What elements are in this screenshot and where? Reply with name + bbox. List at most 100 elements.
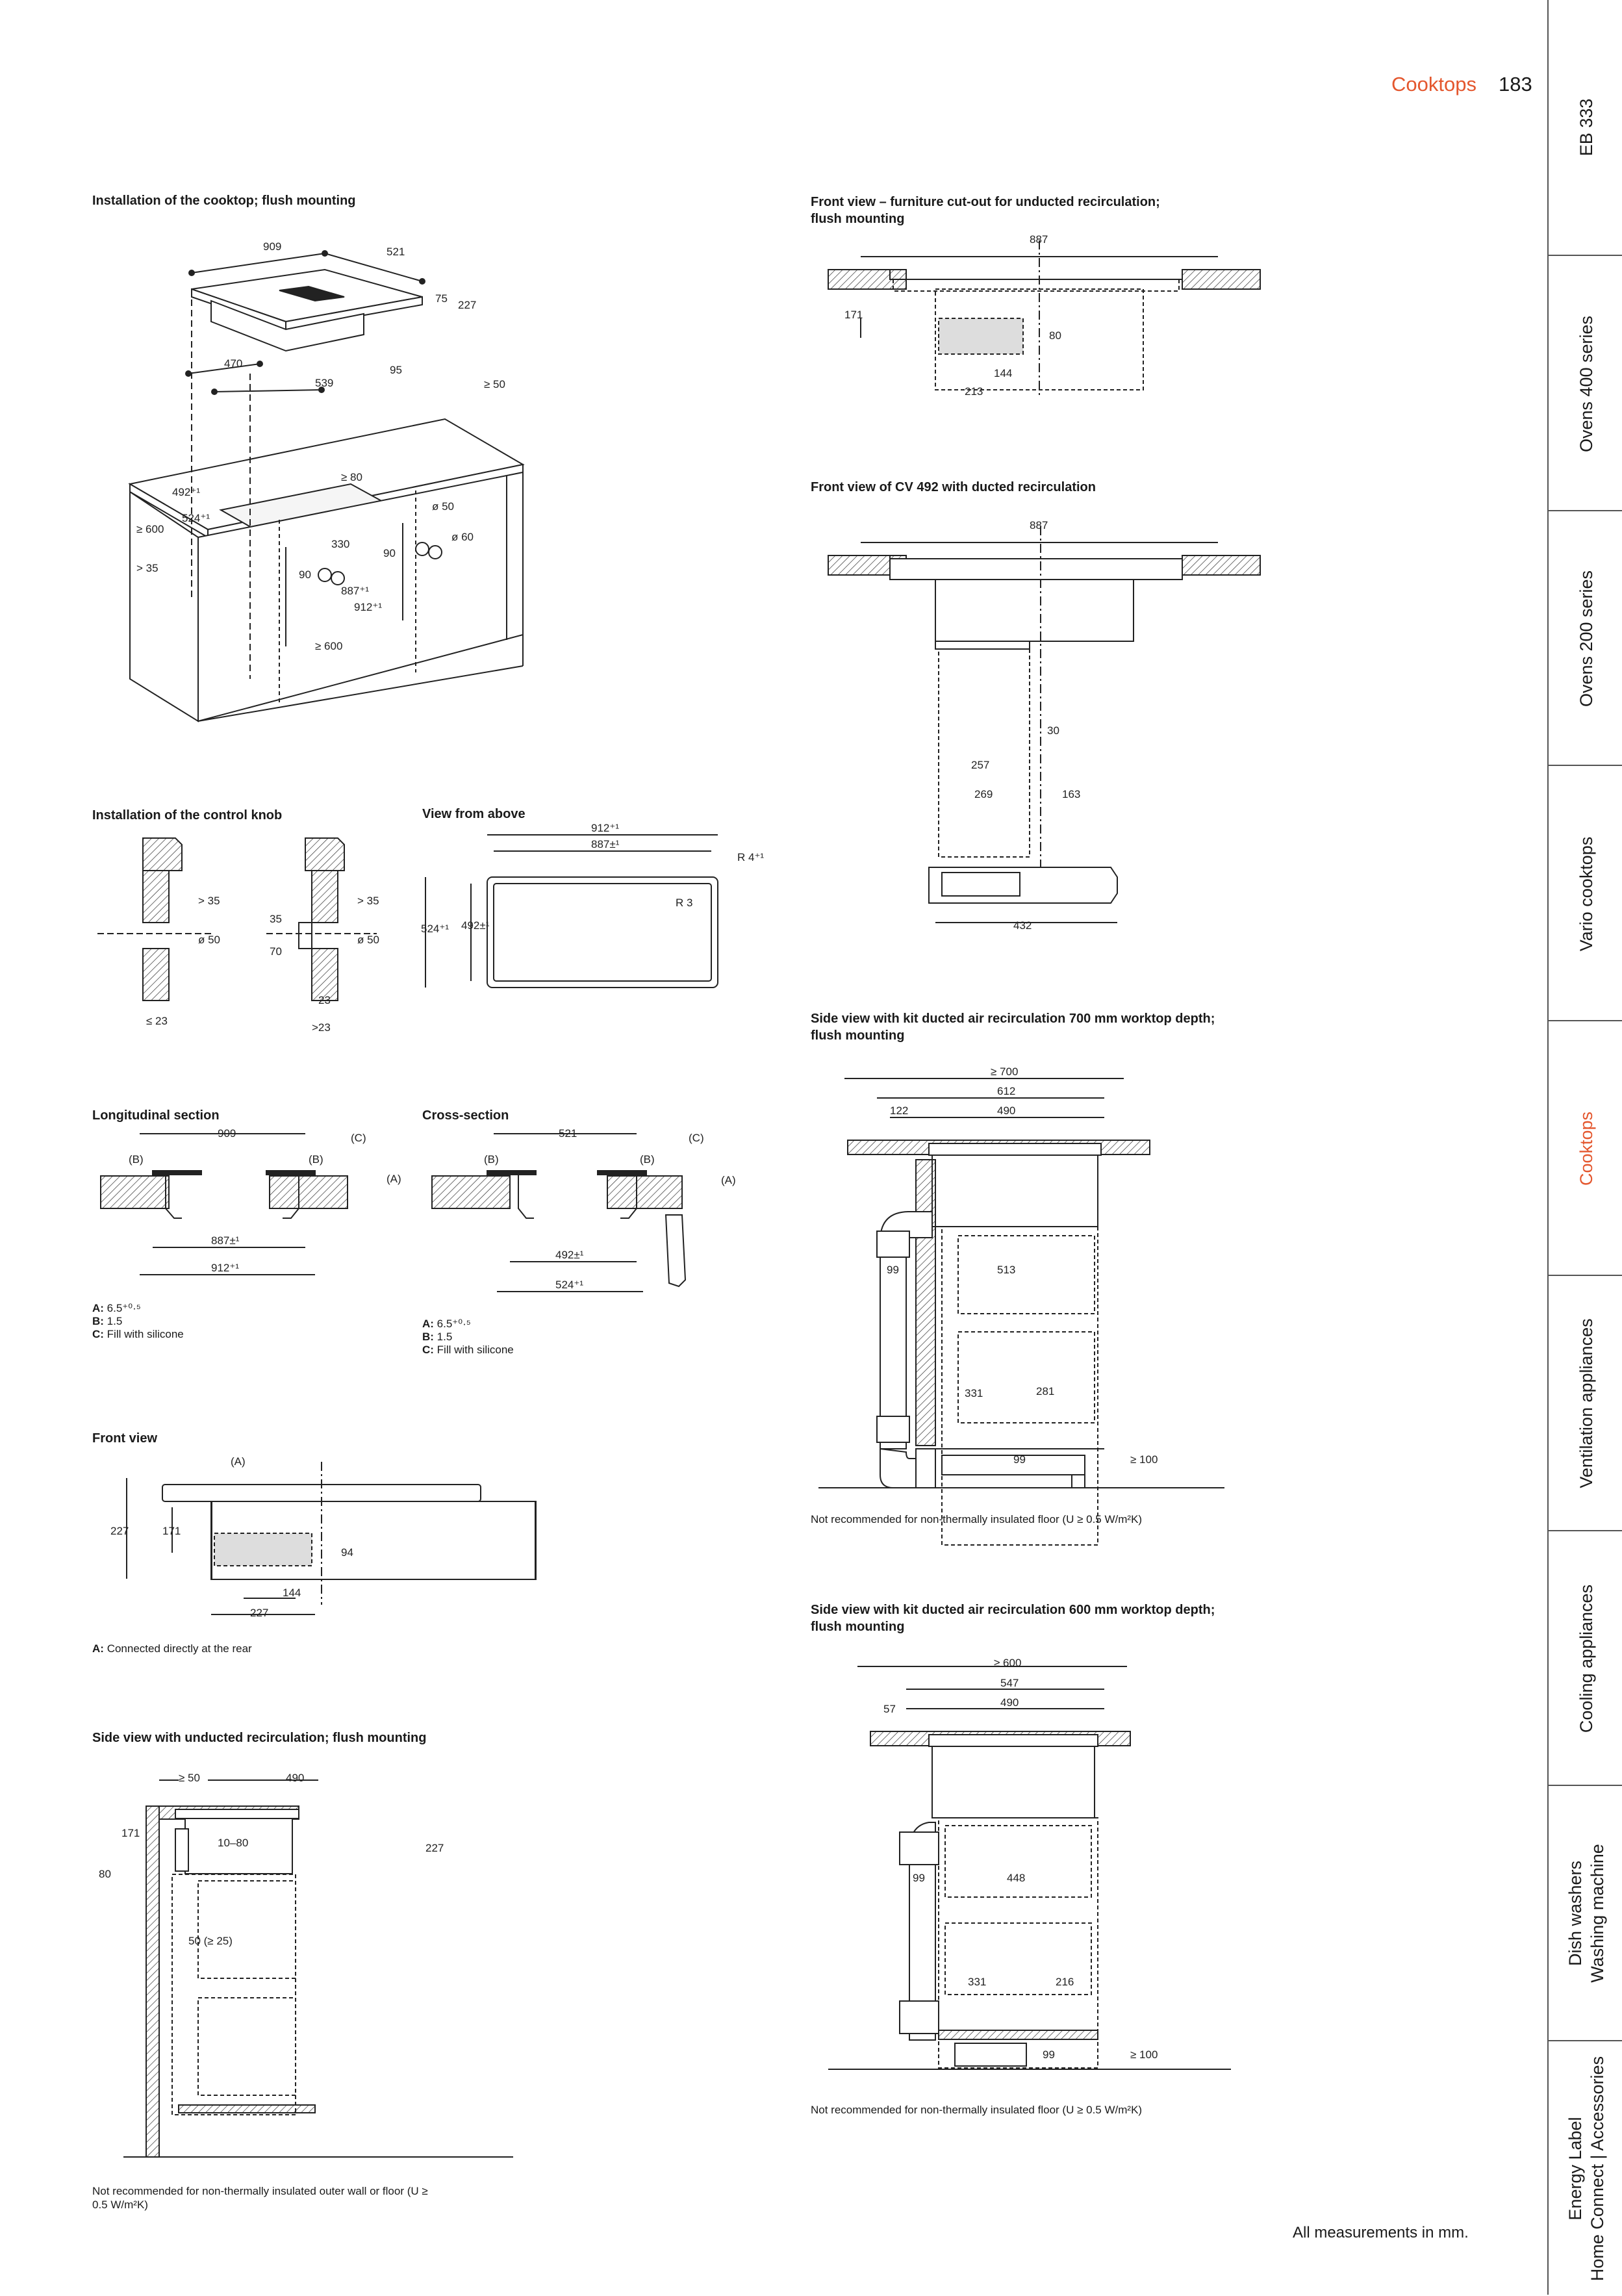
dimension-label: 75 [435,292,448,305]
dimension-label: 331 [968,1976,986,1988]
dimension-label: 10–80 [218,1837,248,1849]
legend-row: B: 1.5 [92,1315,123,1327]
dimension-label: 909 [263,240,281,253]
dimension-label: 30 [1047,724,1059,737]
side-tab-3[interactable]: Vario cooktops [1549,765,1622,1021]
side-tab-4[interactable]: Cooktops [1549,1019,1622,1276]
note-text: Connected directly at the rear [107,1642,252,1655]
footer-measurements: All measurements in mm. [1293,2224,1469,2241]
dimension-label: 269 [974,788,993,800]
dimension-label: 887±¹ [591,838,620,850]
side-tab-label: Ovens 200 series [1576,570,1596,708]
legend-value: 1.5 [107,1315,123,1327]
dimension-label: 492⁺¹ [172,486,200,498]
dimension-label: 912⁺¹ [591,822,619,834]
dimension-label: 99 [913,1872,925,1884]
dimension-label: 90 [299,568,311,581]
dimension-label: > 35 [136,562,158,574]
side-tab-2[interactable]: Ovens 200 series [1549,509,1622,766]
dimension-label: 612 [997,1085,1015,1097]
dimension-label: 887⁺¹ [341,585,369,597]
note-side-unducted: Not recommended for non-thermally insula… [92,2185,428,2211]
dimension-label: 331 [965,1387,983,1399]
dimension-label: ≥ 600 [315,640,342,652]
side-tab-1[interactable]: Ovens 400 series [1549,255,1622,511]
side-tab-label: Ovens 400 series [1576,315,1596,452]
side-tab-5[interactable]: Ventilation appliances [1549,1275,1622,1531]
dimension-label: 492±¹ [461,919,490,932]
dimension-label: 330 [331,538,349,550]
dimension-label: (B) [129,1153,144,1166]
side-tab-6[interactable]: Cooling appliances [1549,1529,1622,1786]
dimension-label: ≥ 700 [991,1065,1018,1078]
dimension-label: 281 [1036,1385,1054,1397]
dimension-label: > 35 [198,895,220,907]
legend-key: A [92,1302,101,1314]
side-tab-label: Cooktops [1576,1111,1596,1186]
dimension-label: ø 50 [198,934,220,946]
dimension-label: (A) [721,1174,736,1186]
dimension-label: 490 [286,1772,304,1784]
dimension-label: 470 [224,357,242,370]
dimension-label: ≥ 100 [1130,1453,1158,1466]
title-control-knob: Installation of the control knob [92,808,283,823]
dimension-label: 171 [121,1827,140,1839]
dimension-label: 521 [559,1127,577,1140]
side-tab-0[interactable]: EB 333 [1549,0,1622,255]
dimension-label: 227 [250,1607,268,1619]
dimension-label: (C) [351,1132,366,1144]
note-key: A [92,1642,101,1655]
side-tab-label: Vario cooktops [1576,836,1596,951]
dimension-label: 163 [1062,788,1080,800]
dimension-label: (B) [640,1153,655,1166]
note-front-view: A: Connected directly at the rear [92,1642,252,1655]
dimension-label: 57 [883,1703,896,1715]
dimension-label: ≥ 50 [484,378,505,390]
title-front-view: Front view [92,1431,158,1446]
legend-key: B [422,1331,431,1343]
title-cross-section: Cross-section [422,1108,509,1123]
dimension-label: 227 [458,299,476,311]
side-tab-label: EB 333 [1576,98,1596,157]
legend-row: A: 6.5⁺⁰·⁵ [92,1302,141,1314]
dimension-label: 227 [425,1842,444,1854]
title-side-600: Side view with kit ducted air recirculat… [811,1603,1215,1634]
legend-value: 6.5⁺⁰·⁵ [437,1318,471,1330]
dimension-label: 912⁺¹ [211,1262,239,1274]
title-side-unducted: Side view with unducted recirculation; f… [92,1731,427,1745]
dimension-label: 909 [218,1127,236,1140]
dimension-label: 490 [997,1104,1015,1117]
dimension-label: 912⁺¹ [354,601,382,613]
dimension-label: 99 [887,1264,899,1276]
dimension-label: 99 [1013,1453,1026,1466]
dimension-label: (C) [689,1132,704,1144]
legend-row: C: Fill with silicone [92,1328,184,1340]
legend-row: B: 1.5 [422,1331,453,1343]
dimension-label: ø 60 [451,531,474,543]
title-install-cooktop: Installation of the cooktop; flush mount… [92,194,356,208]
dimension-label: (B) [309,1153,323,1166]
dimension-label: 94 [341,1546,353,1559]
dimension-label: 144 [994,367,1012,379]
dimension-label: >23 [312,1021,331,1034]
legend-key: C [422,1344,431,1356]
legend-value: Fill with silicone [107,1328,184,1340]
note-side-600: Not recommended for non-thermally insula… [811,2104,1143,2116]
dimension-label: ≥ 600 [136,523,164,535]
dimension-label: 524⁺¹ [421,923,449,935]
section-title: Cooktops [1391,73,1476,96]
dimension-label: (B) [484,1153,499,1166]
dimension-label: 524⁺¹ [555,1279,583,1291]
dimension-label: 171 [844,309,863,321]
dimension-label: 490 [1000,1696,1019,1709]
dimension-label: 50 (≥ 25) [188,1935,233,1947]
